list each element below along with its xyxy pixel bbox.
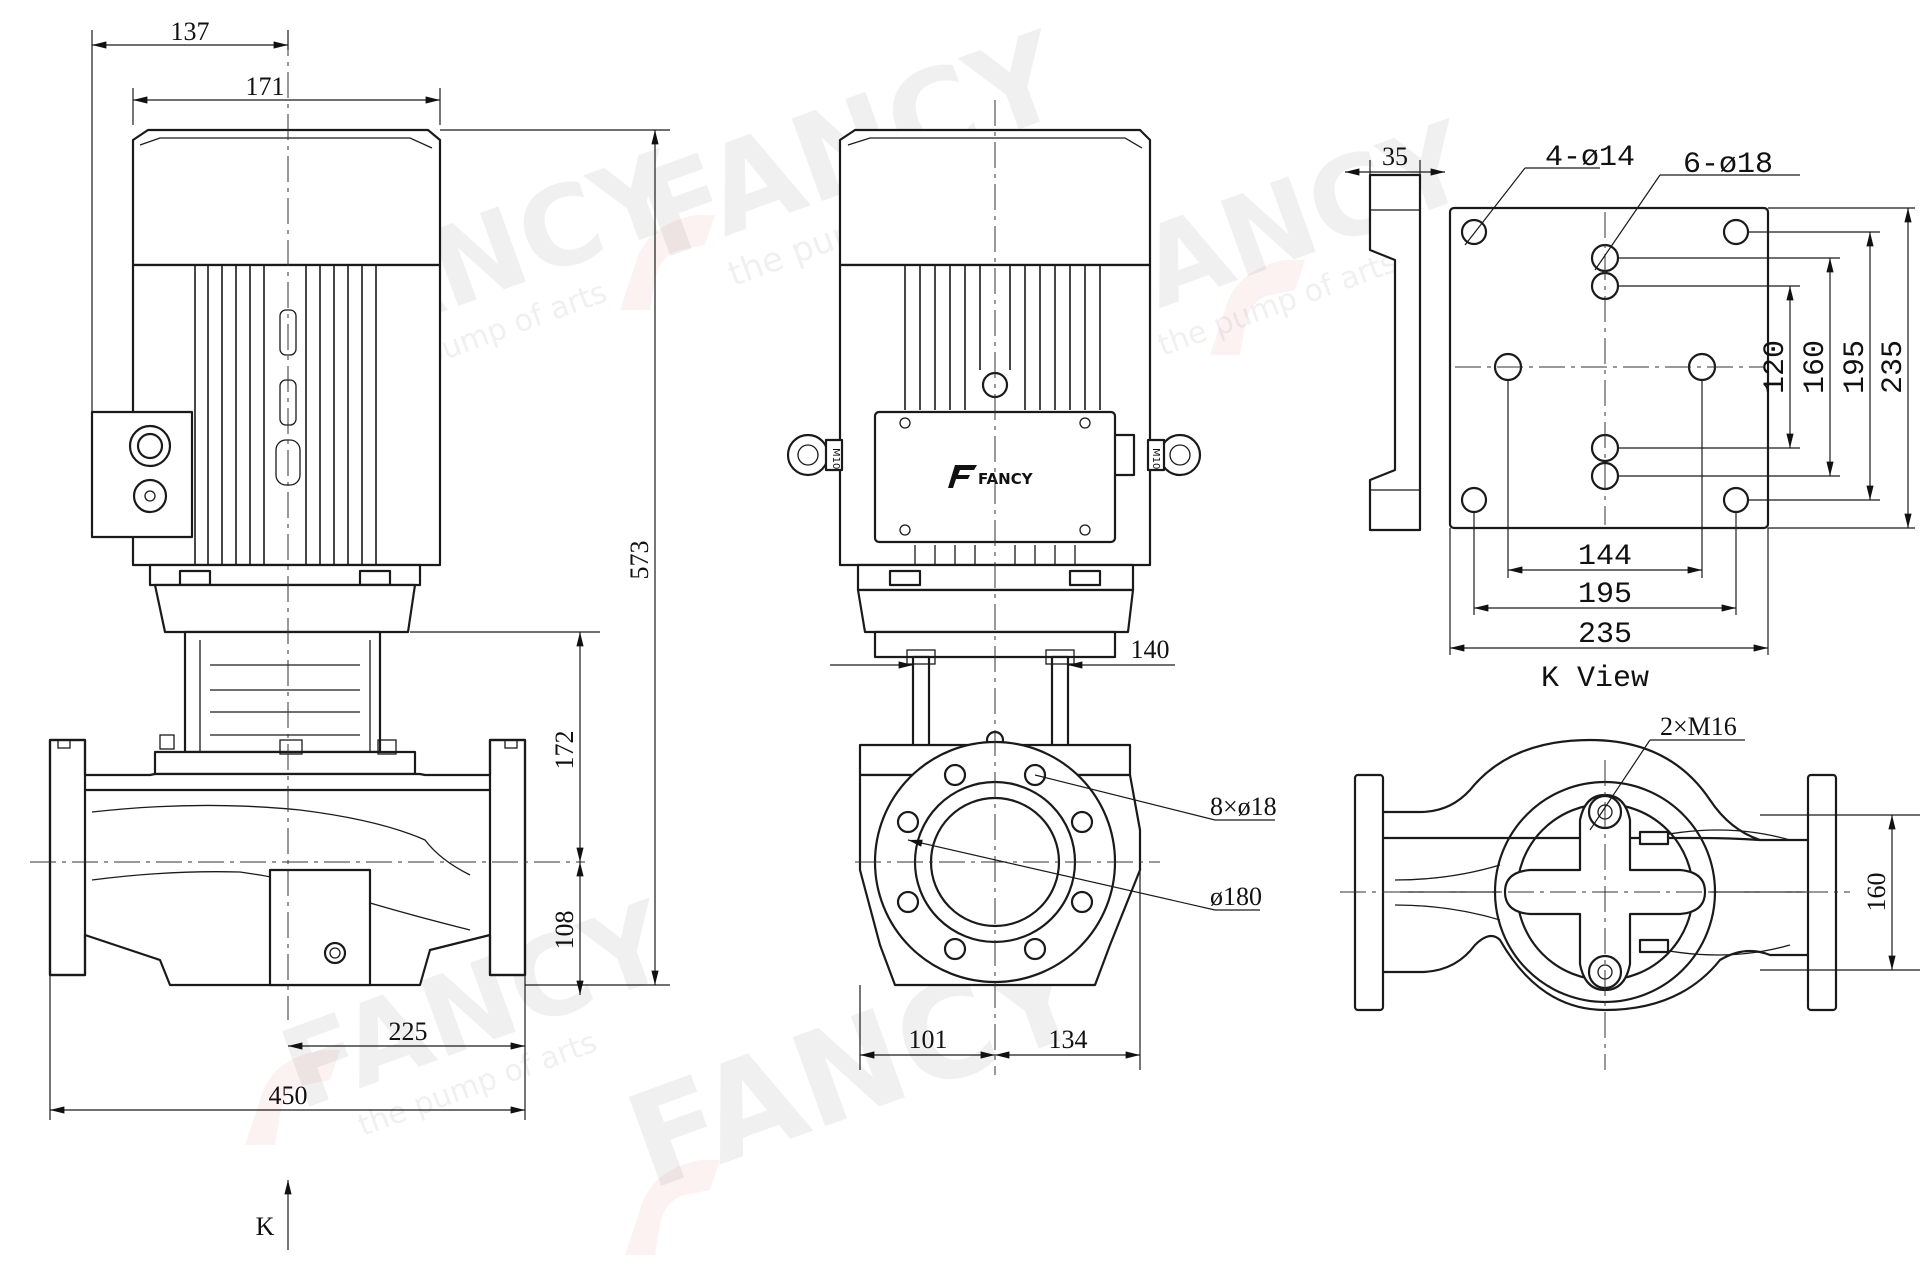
section-view: 2×M16 160 <box>1340 712 1920 1070</box>
holes-6x18: 6-ø18 <box>1683 148 1773 182</box>
dim-195-vertical: 195 <box>1839 340 1873 394</box>
pcd-180: ø180 <box>1210 882 1262 911</box>
fancy-badge: FANCY <box>978 470 1034 488</box>
bracket-profile <box>1368 173 1422 532</box>
k-view-marker: K <box>256 1212 275 1241</box>
dim-108: 108 <box>550 911 579 950</box>
dim-120: 120 <box>1759 340 1793 394</box>
dim-137: 137 <box>171 17 210 46</box>
dim-144: 144 <box>1578 540 1632 574</box>
coupling-bolt <box>1050 655 1070 759</box>
dim-140: 140 <box>1131 635 1170 664</box>
dim-160: 160 <box>1799 340 1833 394</box>
dim-573: 573 <box>625 541 654 580</box>
holes-4x14: 4-ø14 <box>1545 141 1635 175</box>
dim-35: 35 <box>1382 142 1408 171</box>
dim-172: 172 <box>550 731 579 770</box>
side-view: M10 M10 FANCY <box>786 100 1277 1075</box>
cooling-fins <box>904 265 1101 410</box>
coupling-guard <box>183 630 382 754</box>
dim-195-horizontal: 195 <box>1578 578 1632 612</box>
eye-bolt-label: M10 <box>1150 448 1161 469</box>
dim-101: 101 <box>909 1025 948 1054</box>
k-view: 35 4-ø14 6-ø18 <box>1345 141 1915 696</box>
dim-225: 225 <box>389 1017 428 1046</box>
eye-bolt-label: M10 <box>830 448 841 469</box>
flange-bolt-holes <box>896 763 1094 961</box>
dim-235-vertical: 235 <box>1877 340 1911 394</box>
front-view: 137 171 573 172 108 225 450 K <box>30 17 670 1250</box>
dim-160-section: 160 <box>1862 873 1891 912</box>
motor-cover <box>131 128 442 267</box>
thread-2xm16: 2×M16 <box>1660 712 1737 741</box>
holes-8x18: 8×ø18 <box>1210 792 1277 821</box>
dim-134: 134 <box>1049 1025 1088 1054</box>
dim-235-horizontal: 235 <box>1578 618 1632 652</box>
k-view-caption: K View <box>1541 662 1649 696</box>
terminal-box <box>90 410 194 539</box>
coupling-bolt <box>911 655 931 759</box>
k-view-plate <box>1448 206 1770 530</box>
dim-171: 171 <box>246 72 285 101</box>
dim-450: 450 <box>269 1081 308 1110</box>
cooling-fins <box>194 265 377 565</box>
